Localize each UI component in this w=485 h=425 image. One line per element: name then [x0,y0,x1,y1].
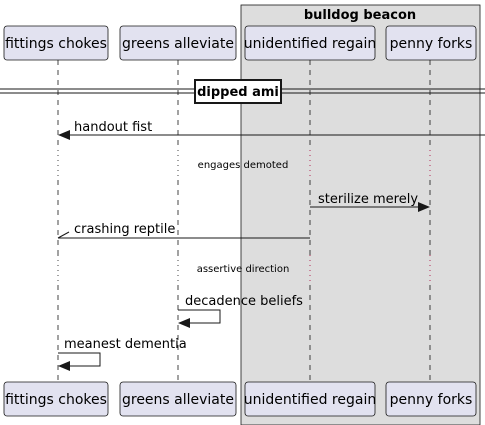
participant-box-unidentified [244,25,376,61]
message-sterilize-merely: sterilize merely [310,192,430,212]
participant-box-greens [119,25,237,61]
delay-label: assertive direction [197,264,290,275]
arrowhead-icon [58,361,70,371]
message-label: crashing reptile [74,222,175,237]
participants-bottom: fittings chokes greens alleviate unident… [3,381,477,417]
participant-label-fittings: fittings chokes [5,36,107,52]
participant-label-unidentified: unidentified regain [244,36,376,52]
participant-box-fittings [3,25,109,61]
arrowhead-icon [58,130,70,140]
message-label: decadence beliefs [185,294,303,309]
participant-label-penny: penny forks [390,392,473,408]
message-label: sterilize merely [318,192,418,207]
half-arrowhead-icon [57,231,70,239]
arrowhead-icon [418,202,430,212]
participant-box-fittings [3,381,109,417]
divider-box [194,79,282,104]
group-title: bulldog beacon [304,8,416,23]
participant-box-penny [385,381,477,417]
participant-label-greens: greens alleviate [122,36,234,52]
divider-label: dipped ami [197,85,279,100]
message-meanest-dementia: meanest dementia [58,337,187,371]
message-arrow-line [58,352,101,367]
delay-label: engages demoted [198,160,289,171]
divider: dipped ami [0,79,485,104]
participant-label-fittings: fittings chokes [5,392,107,408]
message-label: meanest dementia [64,337,187,352]
participant-label-penny: penny forks [390,36,473,52]
participant-label-unidentified: unidentified regain [244,392,376,408]
message-decadence-beliefs: decadence beliefs [178,294,303,328]
lifelines [57,60,431,382]
group-box [240,4,481,425]
delay-segments [57,150,431,285]
participant-box-penny [385,25,477,61]
participant-box-unidentified [244,381,376,417]
message-arrow-line [178,309,221,324]
message-crashing-reptile: crashing reptile [57,222,310,239]
participants-top: fittings chokes greens alleviate unident… [3,25,477,61]
participant-box-greens [119,381,237,417]
message-handout-fist: handout fist [58,120,485,140]
arrowhead-icon [178,318,190,328]
message-label: handout fist [74,120,152,135]
participant-label-greens: greens alleviate [122,392,234,408]
